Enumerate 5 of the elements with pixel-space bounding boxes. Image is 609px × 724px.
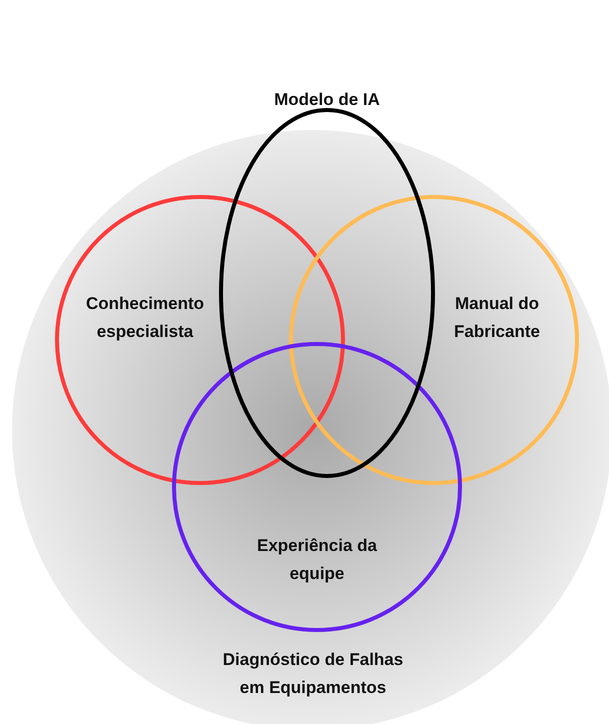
venn-label: Diagnóstico de Falhas em Equipamentos bbox=[222, 649, 404, 699]
venn-label: Manual do Fabricante bbox=[453, 293, 541, 343]
venn-label: Modelo de IA bbox=[273, 89, 381, 111]
venn-label: Experiência da equipe bbox=[256, 535, 378, 585]
venn-label: Conhecimento especialista bbox=[84, 293, 206, 343]
